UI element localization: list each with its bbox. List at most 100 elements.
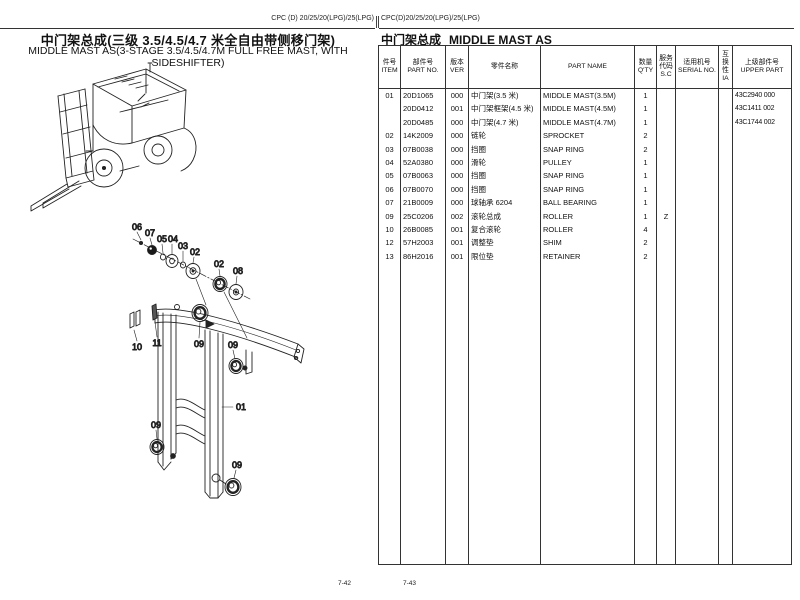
table-cell <box>657 196 676 210</box>
table-cell <box>719 236 733 250</box>
callout-label: 10 <box>132 342 142 352</box>
table-cell <box>719 263 733 564</box>
table-cell <box>676 155 719 170</box>
table-cell <box>635 263 657 564</box>
table-cell <box>733 236 791 249</box>
table-cell <box>733 223 791 236</box>
part-roller <box>228 284 244 300</box>
table-cell: SNAP RING <box>541 182 635 197</box>
table-cell: 000 <box>446 169 469 183</box>
table-cell: 1 <box>635 169 657 183</box>
left-model-code: CPC (D) 20/25/20(LPG)/25(LPG) <box>271 15 374 22</box>
table-cell: 001 <box>446 222 469 237</box>
table-cell <box>657 102 676 116</box>
table-row <box>379 263 791 564</box>
table-cell: 复合滚轮 <box>469 222 541 237</box>
part-ball-bearing <box>147 245 157 255</box>
table-cell <box>719 142 733 156</box>
table-cell: 000 <box>446 182 469 197</box>
table-cell <box>676 129 719 143</box>
table-cell: 09 <box>379 209 401 223</box>
callout-label: 01 <box>236 402 246 412</box>
table-cell: 1 <box>635 102 657 116</box>
mast-assembly: 09 09 10 11 01 09 09 <box>129 303 305 499</box>
table-cell: 1 <box>635 89 657 103</box>
table-cell <box>719 249 733 264</box>
table-cell: SNAP RING <box>541 169 635 183</box>
callout-label: 11 <box>152 338 161 348</box>
part-sprocket <box>212 276 228 292</box>
table-cell: 滑轮 <box>469 155 541 170</box>
table-cell: 1 <box>635 196 657 210</box>
right-title-english: MIDDLE MAST AS <box>449 33 552 47</box>
table-cell: 06 <box>379 182 401 197</box>
table-cell <box>676 182 719 197</box>
table-cell <box>657 182 676 197</box>
table-cell <box>733 129 791 142</box>
callout-label: 02 <box>214 259 224 269</box>
table-cell: 链轮 <box>469 129 541 143</box>
table-cell <box>379 102 401 116</box>
table-cell: 2 <box>635 249 657 264</box>
table-cell <box>733 156 791 169</box>
table-cell: 2 <box>635 236 657 250</box>
callout-label: 05 <box>157 234 167 244</box>
table-cell: ROLLER <box>541 209 635 223</box>
table-cell <box>676 142 719 156</box>
table-cell <box>676 169 719 183</box>
forklift-illustration <box>30 62 197 212</box>
table-cell: 86H2016 <box>401 249 446 264</box>
table-cell: 挡圈 <box>469 142 541 156</box>
callout-label: 07 <box>145 228 155 238</box>
table-cell: 05 <box>379 169 401 183</box>
table-cell: 000 <box>446 155 469 170</box>
table-cell: 20D1065 <box>401 89 446 103</box>
part-sprocket <box>185 263 201 279</box>
table-cell: BALL BEARING <box>541 196 635 210</box>
table-cell <box>676 263 719 564</box>
callout-label: 08 <box>233 266 243 276</box>
table-cell: 20D0485 <box>401 115 446 130</box>
table-cell <box>469 263 541 564</box>
table-cell <box>657 129 676 143</box>
table-cell: 调整垫 <box>469 236 541 250</box>
table-cell: 14K2009 <box>401 129 446 143</box>
right-model-code: CPC(D)20/25/20(LPG)/25(LPG) <box>381 15 480 22</box>
table-cell: 52A0380 <box>401 155 446 170</box>
table-cell <box>733 263 791 564</box>
table-cell: 43C1411 002 <box>735 105 775 113</box>
table-cell <box>657 169 676 183</box>
part-snap-ring <box>179 261 187 269</box>
table-cell <box>676 222 719 237</box>
table-cell: 1 <box>635 155 657 170</box>
table-cell: 25C0206 <box>401 209 446 223</box>
table-cell <box>733 196 791 209</box>
table-cell <box>733 250 791 263</box>
part-snap-ring <box>159 253 167 261</box>
table-cell <box>719 89 733 103</box>
table-cell: 07B0038 <box>401 142 446 156</box>
callout-label: 09 <box>151 420 161 430</box>
table-cell: 中门架(4.7 米) <box>469 115 541 130</box>
table-cell: 1 <box>635 182 657 197</box>
left-page-number: 7-42 <box>338 580 352 587</box>
table-cell <box>676 115 719 130</box>
table-cell: 000 <box>446 196 469 210</box>
table-cell: 2 <box>635 142 657 156</box>
table-cell <box>733 183 791 196</box>
